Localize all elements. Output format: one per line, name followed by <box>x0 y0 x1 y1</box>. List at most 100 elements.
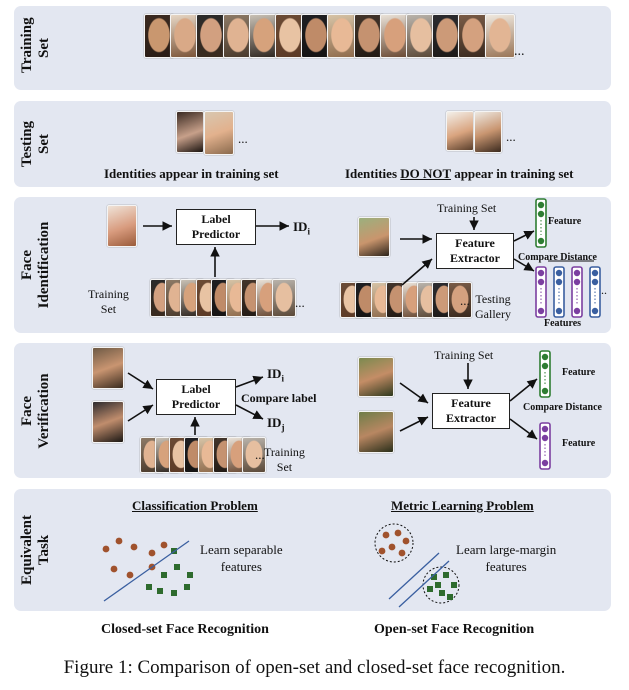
test-open-ellipsis: ... <box>506 129 516 144</box>
face-thumbnail <box>484 14 515 58</box>
class-a-dot <box>402 537 410 545</box>
testing-open-label: Identities DO NOT appear in training set <box>345 166 574 182</box>
feature-node <box>537 278 545 286</box>
class-a-dot <box>398 549 406 557</box>
face-identification-panel: Face Identification Label Predictor IDi … <box>14 197 611 333</box>
ver-train-ellipsis: ... <box>255 447 265 462</box>
ver-compare-distance: Compare Distance <box>523 402 602 413</box>
test-face-open-1 <box>446 111 474 151</box>
class-b-square <box>161 572 167 578</box>
flow-arrow <box>513 258 535 272</box>
cluster-boundary-a <box>374 523 414 563</box>
class-a-dot <box>102 545 110 553</box>
class-b-square <box>435 582 441 588</box>
test-face-open-2 <box>474 111 502 153</box>
feature-node <box>591 307 599 315</box>
face-thumbnail <box>432 14 463 58</box>
class-b-square <box>443 572 449 578</box>
open-label-post: appear in training set <box>450 166 574 181</box>
feature-vector <box>535 198 547 248</box>
open-set-label: Open-set Face Recognition <box>374 622 535 637</box>
test-face-closed-1 <box>176 111 204 153</box>
flow-arrow <box>127 404 154 422</box>
margin-line <box>388 552 440 600</box>
ver-id-j: IDj <box>267 415 285 433</box>
ver-feature-label-1: Feature <box>562 367 596 378</box>
face-thumbnail <box>248 14 279 58</box>
feature-vector <box>539 422 551 470</box>
feature-node <box>573 307 581 315</box>
feature-node <box>555 269 563 277</box>
id-compare-distance: Compare Distance <box>518 252 597 263</box>
face-thumbnail <box>241 437 266 473</box>
feature-node <box>573 278 581 286</box>
class-b-square <box>427 586 433 592</box>
face-thumbnail <box>271 279 296 317</box>
face-thumbnail <box>379 14 410 58</box>
classification-title: Classification Problem <box>132 498 258 513</box>
feature-node <box>541 362 549 370</box>
class-b-square <box>187 572 193 578</box>
flow-arrow <box>399 382 429 404</box>
face-thumbnail <box>447 282 472 318</box>
class-b-square <box>439 590 445 596</box>
class-a-dot <box>130 543 138 551</box>
id-features-label: Features <box>544 318 582 329</box>
figure-caption: Figure 1: Comparison of open-set and clo… <box>63 657 566 678</box>
identification-diagram <box>143 198 601 318</box>
feature-node <box>537 237 545 245</box>
class-b-square <box>451 582 457 588</box>
id-training-set-top: Training Set <box>437 201 497 215</box>
class-a-dot <box>160 541 168 549</box>
verification-diagram <box>127 350 551 470</box>
feature-node <box>537 201 545 209</box>
flow-arrow <box>127 372 154 390</box>
class-a-dot <box>378 547 386 555</box>
ver-open-face-2 <box>358 411 394 453</box>
face-thumbnail <box>196 14 227 58</box>
decision-boundary <box>103 540 190 602</box>
flow-arrow <box>513 230 535 242</box>
testing-set-panel: Testing Set ... Identities appear in tra… <box>14 101 611 187</box>
ver-face-1 <box>92 347 124 389</box>
id-feature-extractor: Feature Extractor <box>436 233 514 269</box>
class-b-square <box>447 594 453 600</box>
ver-open-face-1 <box>358 357 394 397</box>
feature-node <box>537 210 545 218</box>
ver-id-i: IDi <box>267 366 284 384</box>
flow-arrow <box>509 418 538 440</box>
ver-feature-label-2: Feature <box>562 438 596 449</box>
feature-node <box>541 425 549 433</box>
ver-feature-extractor: Feature Extractor <box>432 393 510 429</box>
face-thumbnail <box>327 14 358 58</box>
id-label-predictor: Label Predictor <box>176 209 256 245</box>
task-scatter-diagram <box>102 523 460 608</box>
feature-vector <box>539 350 551 398</box>
training-ellipsis: ... <box>514 44 525 59</box>
id-label-predictor-line2: Predictor <box>191 227 241 241</box>
face-thumbnail <box>144 14 174 58</box>
class-b-square <box>431 574 437 580</box>
face-thumbnail <box>458 14 489 58</box>
face-verification-panel: Face Verification Label Predictor IDi Co… <box>14 343 611 478</box>
ver-compare-label: Compare label <box>241 391 317 405</box>
ver-face-2 <box>92 401 124 443</box>
class-a-dot <box>382 531 390 539</box>
ver-training-set-top: Training Set <box>434 348 494 362</box>
id-gallery-ellipsis: ... <box>460 293 470 308</box>
equivalent-task-panel: Equivalent Task Classification Problem L… <box>14 489 611 611</box>
row-label-testing: Testing Set <box>19 120 52 168</box>
feature-node <box>537 269 545 277</box>
training-set-panel: Training Set ... <box>14 6 611 90</box>
id-feature-label: Feature <box>548 216 582 227</box>
class-a-dot <box>115 537 123 545</box>
feature-node <box>541 353 549 361</box>
feature-node <box>541 459 549 467</box>
feature-node <box>541 434 549 442</box>
class-a-dot <box>110 565 118 573</box>
face-thumbnail <box>353 14 384 58</box>
class-a-dot <box>126 571 134 579</box>
feature-node <box>591 269 599 277</box>
